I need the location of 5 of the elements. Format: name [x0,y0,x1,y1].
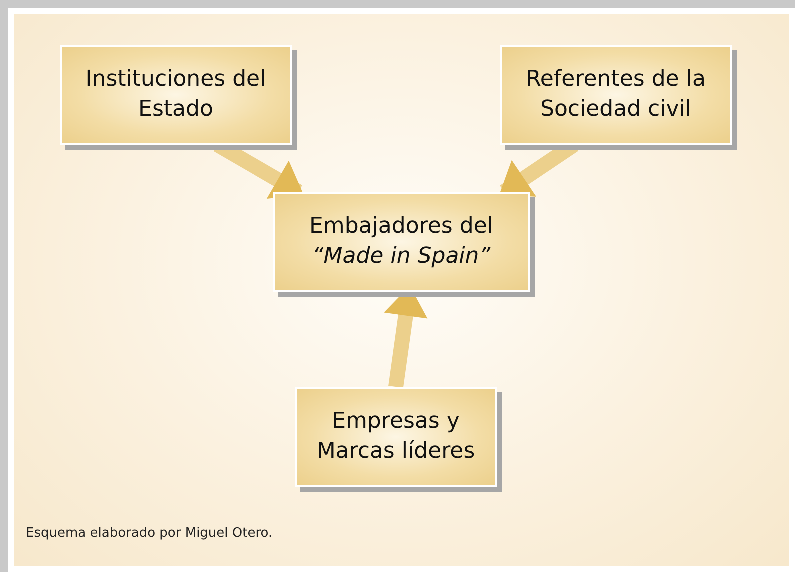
box-label: Instituciones del Estado [84,66,268,124]
box-label: Referentes de la Sociedad civil [525,66,707,124]
caption: Esquema elaborado por Miguel Otero. [26,526,273,541]
box-label: Embajadores del “Made in Spain” [308,213,494,271]
box-label: Empresas y Marcas líderes [316,408,476,466]
